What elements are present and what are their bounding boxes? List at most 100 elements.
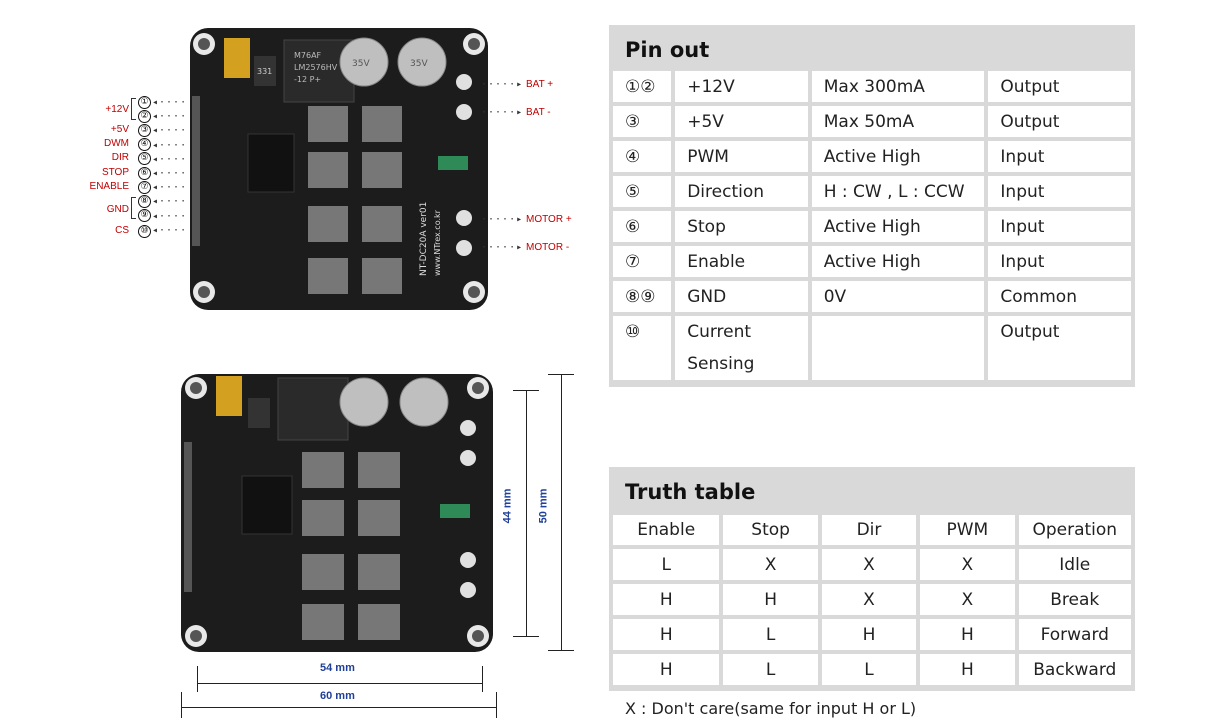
pin-name-cell: PWM xyxy=(675,141,808,172)
cell: X xyxy=(920,549,1015,580)
table-row: ⑦ Enable Active High Input xyxy=(613,246,1131,277)
dim-label-50: 50 mm xyxy=(537,488,550,524)
pin-label-12v: +12V xyxy=(105,104,129,115)
dim-tick-50-top xyxy=(548,374,574,375)
pin-spec-cell: H : CW , L : CCW xyxy=(811,176,985,207)
pin-type-cell: Output xyxy=(988,71,1131,102)
cell: L xyxy=(821,654,917,685)
cell: H xyxy=(920,619,1015,650)
dim-tick-50-bottom xyxy=(548,650,574,651)
bat-minus-label: BAT - xyxy=(526,107,551,118)
table-row: H L L H Backward xyxy=(613,654,1131,685)
board-photo-bottom xyxy=(181,374,493,652)
pin-number-9: ⑨ xyxy=(138,209,151,222)
pin-number-cell: ⑤ xyxy=(613,176,672,207)
pin-type-cell: Input xyxy=(988,246,1131,277)
pin-number-cell: ⑩ xyxy=(613,316,672,380)
pin-number-7: ⑦ xyxy=(138,181,151,194)
dim-tick-44-top xyxy=(513,390,539,391)
cell: X xyxy=(920,584,1015,615)
dim-tick-44-bottom xyxy=(513,636,539,637)
cap-text-1: 35V xyxy=(352,59,370,69)
cell: Backward xyxy=(1018,654,1131,685)
pin-number-1: ① xyxy=(138,96,151,109)
truth-panel: Truth table Enable Stop Dir PWM Operatio… xyxy=(609,467,1135,691)
cell: X xyxy=(821,549,917,580)
pin-type-cell: Input xyxy=(988,141,1131,172)
cell: H xyxy=(613,654,720,685)
cell: H xyxy=(723,584,818,615)
pin-arrows: ◂····◂····◂····◂····◂····◂····◂····◂····… xyxy=(152,97,188,236)
dim-line-60 xyxy=(181,707,496,708)
pin-label-pwm: DWM xyxy=(104,138,129,149)
dim-tick-54-right xyxy=(482,666,483,692)
pin-type-cell: Output xyxy=(988,106,1131,137)
pin-type-cell: Input xyxy=(988,176,1131,207)
pin-number-cell: ⑥ xyxy=(613,211,672,242)
pin-number-5: ⑤ xyxy=(138,152,151,165)
pin-name-cell: GND xyxy=(675,281,808,312)
pinout-title: Pin out xyxy=(625,38,710,62)
motor-minus-label: MOTOR - xyxy=(526,242,570,253)
pin-name-cell: +12V xyxy=(675,71,808,102)
bat-plus-label: BAT + xyxy=(526,79,554,90)
pin-spec-cell: Active High xyxy=(811,246,985,277)
inductor-text: 331 xyxy=(257,67,272,76)
pin-label-gnd: GND xyxy=(106,204,129,215)
dim-tick-54-left xyxy=(197,666,198,692)
pin-number-2: ② xyxy=(138,110,151,123)
table-row: ④ PWM Active High Input xyxy=(613,141,1131,172)
pin-number-6: ⑥ xyxy=(138,167,151,180)
pin-number-cell: ①② xyxy=(613,71,672,102)
cell: L xyxy=(723,654,818,685)
pin-label-cs: CS xyxy=(115,225,129,236)
table-row: ⑥ Stop Active High Input xyxy=(613,211,1131,242)
pin-spec-cell: Max 50mA xyxy=(811,106,985,137)
dim-label-54: 54 mm xyxy=(320,662,355,674)
truth-title: Truth table xyxy=(625,480,756,504)
bat-plus-arrow: ·····▸ xyxy=(481,79,524,90)
cell: X xyxy=(821,584,917,615)
motor-plus-label: MOTOR + xyxy=(526,214,572,225)
pin-label-5v: +5V xyxy=(110,124,129,135)
table-row: ⑤ Direction H : CW , L : CCW Input xyxy=(613,176,1131,207)
header-pwm: PWM xyxy=(920,515,1015,545)
bracket-gnd xyxy=(131,197,136,219)
pin-number-10: ⑩ xyxy=(138,225,151,238)
dim-tick-60-left xyxy=(181,692,182,718)
motor-minus-arrow: ·····▸ xyxy=(481,242,524,253)
cell: Forward xyxy=(1018,619,1131,650)
cell: Idle xyxy=(1018,549,1131,580)
pin-spec-cell: Max 300mA xyxy=(811,71,985,102)
chip-text-3: -12 P+ xyxy=(294,75,321,84)
truth-footnote: X : Don't care(same for input H or L) xyxy=(625,699,917,718)
pin-name-cell: Direction xyxy=(675,176,808,207)
table-row: ⑧⑨ GND 0V Common xyxy=(613,281,1131,312)
board-photo-top: M76AF LM2576HV -12 P+ 331 35V 35V NT-DC2… xyxy=(190,28,488,310)
dim-line-50 xyxy=(561,374,562,650)
pin-type-cell: Output xyxy=(988,316,1131,380)
pin-number-cell: ⑦ xyxy=(613,246,672,277)
dim-label-44: 44 mm xyxy=(501,488,514,524)
table-row: H H X X Break xyxy=(613,584,1131,615)
cell: L xyxy=(723,619,818,650)
dim-line-44 xyxy=(526,390,527,636)
table-row: ⑩ Current Sensing Output xyxy=(613,316,1131,380)
header-enable: Enable xyxy=(613,515,720,545)
pinout-panel: Pin out ①② +12V Max 300mA Output ③ +5V M… xyxy=(609,25,1135,387)
pin-label-dir: DIR xyxy=(111,152,129,163)
pin-number-cell: ⑧⑨ xyxy=(613,281,672,312)
table-row: ③ +5V Max 50mA Output xyxy=(613,106,1131,137)
dim-line-54 xyxy=(197,683,482,684)
cell: Break xyxy=(1018,584,1131,615)
pin-name-cell: Stop xyxy=(675,211,808,242)
truth-table: Enable Stop Dir PWM Operation L X X X Id… xyxy=(609,511,1135,689)
chip-text-1: M76AF xyxy=(294,51,322,60)
cell: L xyxy=(613,549,720,580)
pin-spec-cell xyxy=(811,316,985,380)
pin-spec-cell: Active High xyxy=(811,211,985,242)
header-operation: Operation xyxy=(1018,515,1131,545)
header-dir: Dir xyxy=(821,515,917,545)
pin-spec-cell: Active High xyxy=(811,141,985,172)
pin-label-stop: STOP xyxy=(101,167,129,178)
